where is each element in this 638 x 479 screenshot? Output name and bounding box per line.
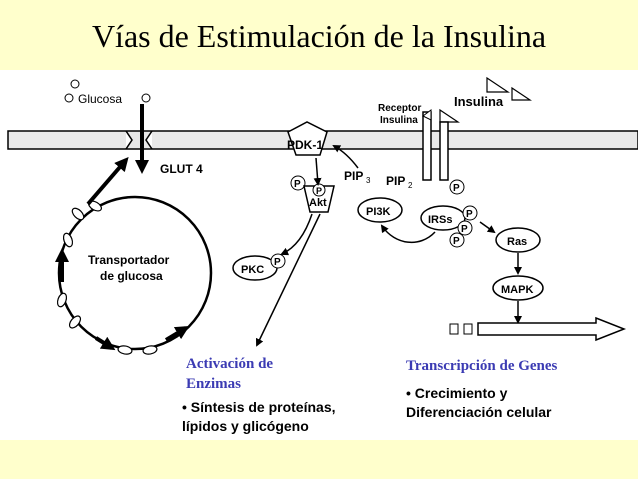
page-title: Vías de Estimulación de la Insulina: [91, 18, 547, 54]
phosphate-irss-icon: [462, 205, 478, 221]
irss-to-ras-arrow: [479, 221, 496, 234]
title-band: Vías de Estimulación de la Insulina: [0, 0, 638, 70]
glucose-molecule-icon: [141, 93, 151, 103]
pip3-to-pdk1-arrow: [332, 145, 359, 169]
phosphate-label: P: [466, 209, 473, 220]
mapk-node: [492, 275, 544, 301]
cycle-arrow-bottom: [94, 336, 116, 351]
phosphate-pkc-icon: [270, 253, 286, 269]
glucosa-label: Glucosa: [78, 92, 122, 106]
transcripcion-heading: Transcripción de Genes: [406, 358, 558, 374]
receptor-label-2: Insulina: [380, 115, 418, 126]
exocytosis-arrow: [86, 156, 129, 206]
pip3-subscript: 3: [366, 176, 371, 185]
activacion-bullet-1: • Síntesis de proteínas,: [182, 399, 336, 415]
pkc-label: PKC: [241, 264, 264, 276]
akt-to-enzymes-arrow: [255, 213, 321, 347]
irss-to-pi3k-arrow: [380, 224, 436, 244]
phosphate-label: P: [453, 236, 460, 247]
transportador-label-2: de glucosa: [100, 269, 163, 283]
phosphate-label: P: [316, 186, 322, 196]
mapk-label: MAPK: [501, 284, 533, 296]
pip2-subscript: 2: [408, 181, 413, 190]
bottom-band: [0, 440, 638, 479]
pdk1-to-akt-arrow: [313, 157, 322, 186]
vesicle-transporters: [56, 200, 158, 355]
glut4-channel: [125, 130, 153, 150]
phosphate-irss-icon: [457, 220, 473, 236]
pdk1-label: PDK-1: [287, 138, 323, 152]
activacion-heading-1: Activación de: [186, 356, 273, 372]
ras-node: [495, 227, 541, 253]
transcripcion-bullet-1: • Crecimiento y: [406, 385, 508, 401]
akt-label: Akt: [309, 197, 327, 209]
phosphate-label: P: [453, 183, 460, 194]
ras-label: Ras: [507, 236, 527, 248]
irss-label: IRSs: [428, 214, 452, 226]
pip2-label: PIP: [386, 174, 405, 188]
phosphate-label: P: [461, 224, 468, 235]
activacion-bullet-2: lípidos y glicógeno: [182, 418, 309, 434]
transportador-label-1: Transportador: [88, 253, 170, 267]
phosphate-label: P: [294, 179, 301, 190]
glucose-molecule-icon: [70, 79, 80, 89]
phosphate-irss-icon: [449, 232, 465, 248]
pi3k-node: [357, 197, 403, 223]
pi3k-label: PI3K: [366, 206, 391, 218]
glucose-molecule-icon: [64, 93, 74, 103]
receptor-label-1: Receptor: [378, 103, 421, 114]
activacion-heading-2: Enzimas: [186, 376, 241, 392]
vesicle-cycle: [57, 195, 213, 351]
phosphate-receptor-icon: [449, 179, 465, 195]
insulina-label: Insulina: [454, 94, 504, 109]
dna-gene-bar: [449, 316, 627, 342]
phosphate-label: P: [274, 257, 281, 268]
insulin-molecule-icon: [439, 76, 532, 123]
akt-to-pkc-arrow: [280, 213, 313, 256]
transcripcion-bullet-2: Diferenciación celular: [406, 404, 552, 420]
pip3-label: PIP: [344, 169, 363, 183]
insulin-receptor: [422, 109, 449, 181]
pdk1-node: [287, 121, 328, 156]
cycle-arrow-right: [164, 325, 190, 342]
glut4-label: GLUT 4: [160, 162, 203, 176]
phosphate-pdk-icon: [290, 175, 306, 191]
